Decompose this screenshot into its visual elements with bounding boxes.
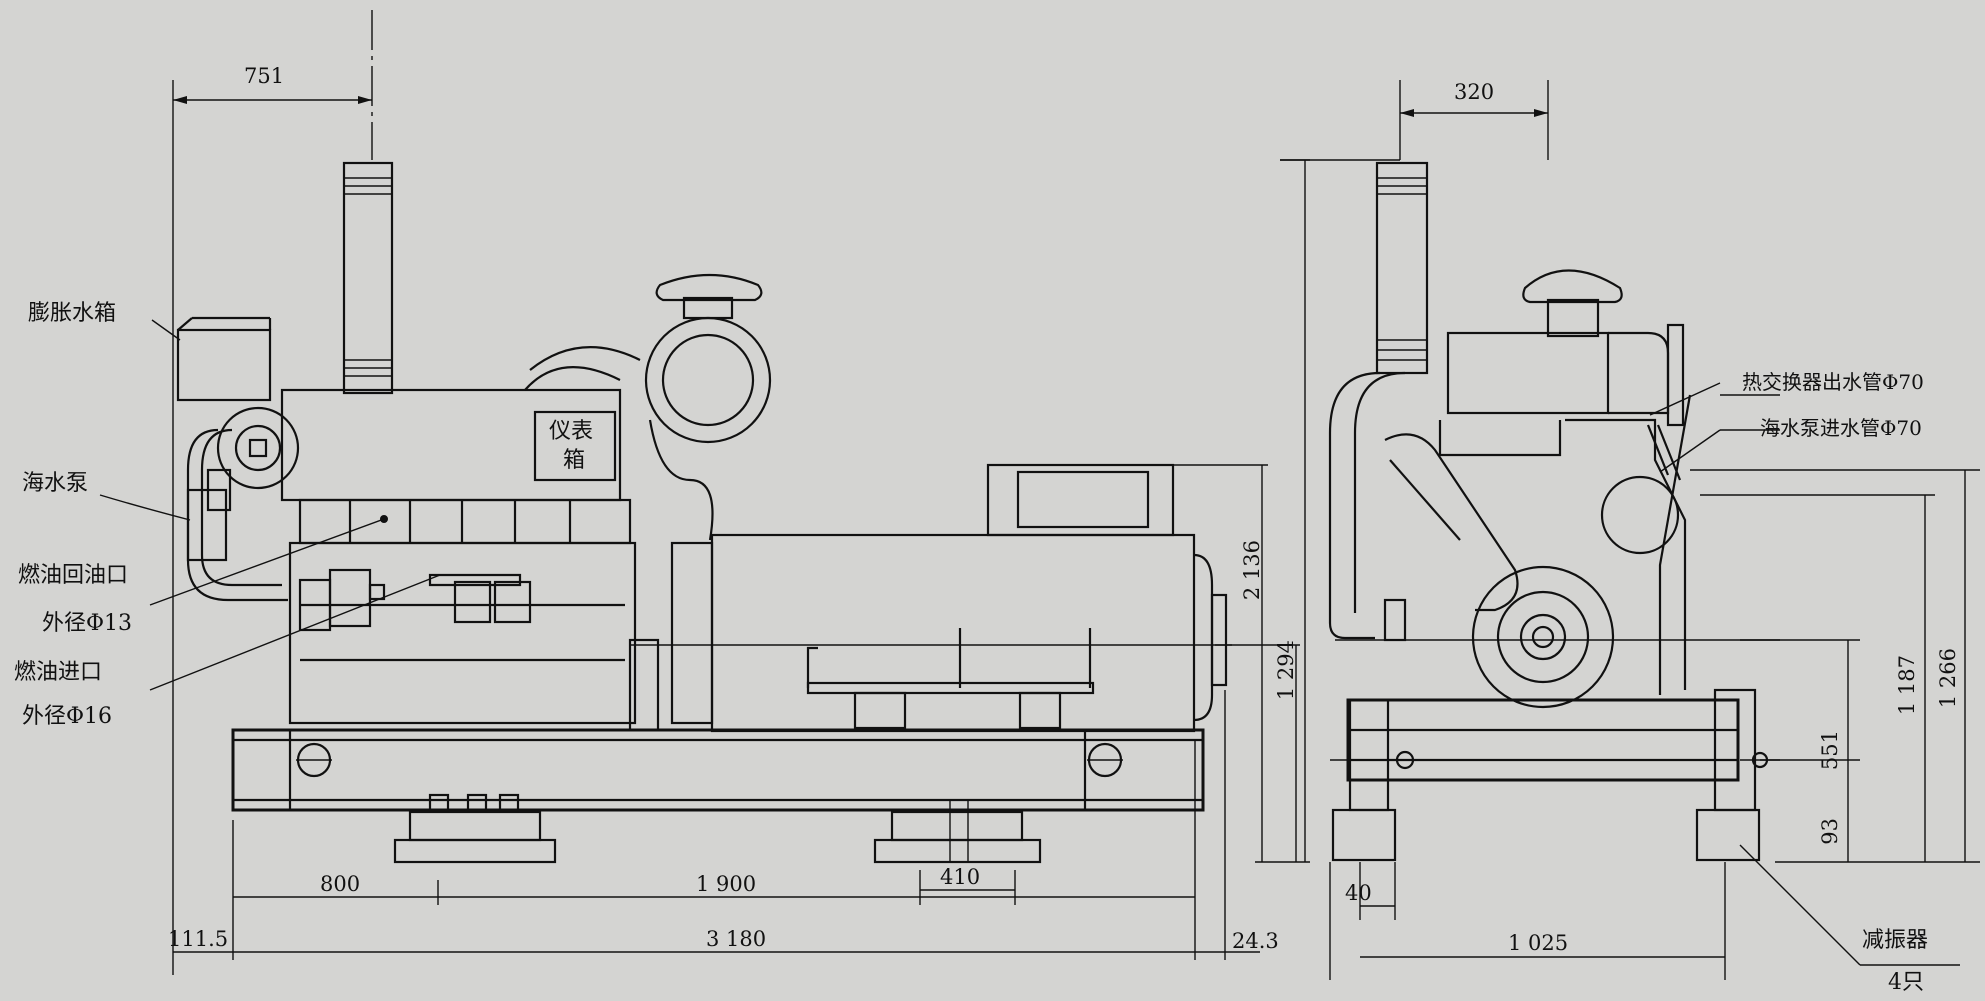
side-dim-3180: 3 180 [706,927,767,951]
instrument-box-label-line1: 仪表 [549,419,594,444]
fuel-return-size-label: 外径Φ13 [42,611,133,636]
end-dim-1266: 1 266 [1936,648,1960,709]
fuel-inlet-label: 燃油进口 [14,660,103,685]
end-dim-40: 40 [1345,881,1372,905]
sea-pump-inlet-label: 海水泵进水管Φ70 [1760,416,1922,440]
side-dim-111-5: 111.5 [168,927,229,951]
side-dim-1294: 1 294 [1274,640,1298,701]
side-dim-2136: 2 136 [1240,540,1264,601]
damper-label: 减振器 [1862,928,1929,953]
end-dim-551: 551 [1818,730,1842,771]
fuel-inlet-size-label: 外径Φ16 [22,704,113,729]
fuel-return-label: 燃油回油口 [18,563,129,588]
side-dim-751: 751 [244,64,285,88]
side-dim-410: 410 [940,865,981,889]
sea-pump-label: 海水泵 [22,471,89,496]
end-dim-1187: 1 187 [1895,655,1919,716]
expansion-tank-label: 膨胀水箱 [28,301,117,326]
end-dim-93: 93 [1818,818,1842,845]
heat-exchanger-outlet-label: 热交换器出水管Φ70 [1742,370,1924,394]
side-dim-1900: 1 900 [696,872,757,896]
instrument-box-label-line2: 箱 [563,448,586,473]
end-dim-320: 320 [1454,80,1495,104]
damper-count-label: 4只 [1888,970,1924,995]
end-dim-1025: 1 025 [1508,931,1569,955]
side-dim-24-3: 24.3 [1232,929,1279,953]
side-dim-800: 800 [320,872,361,896]
